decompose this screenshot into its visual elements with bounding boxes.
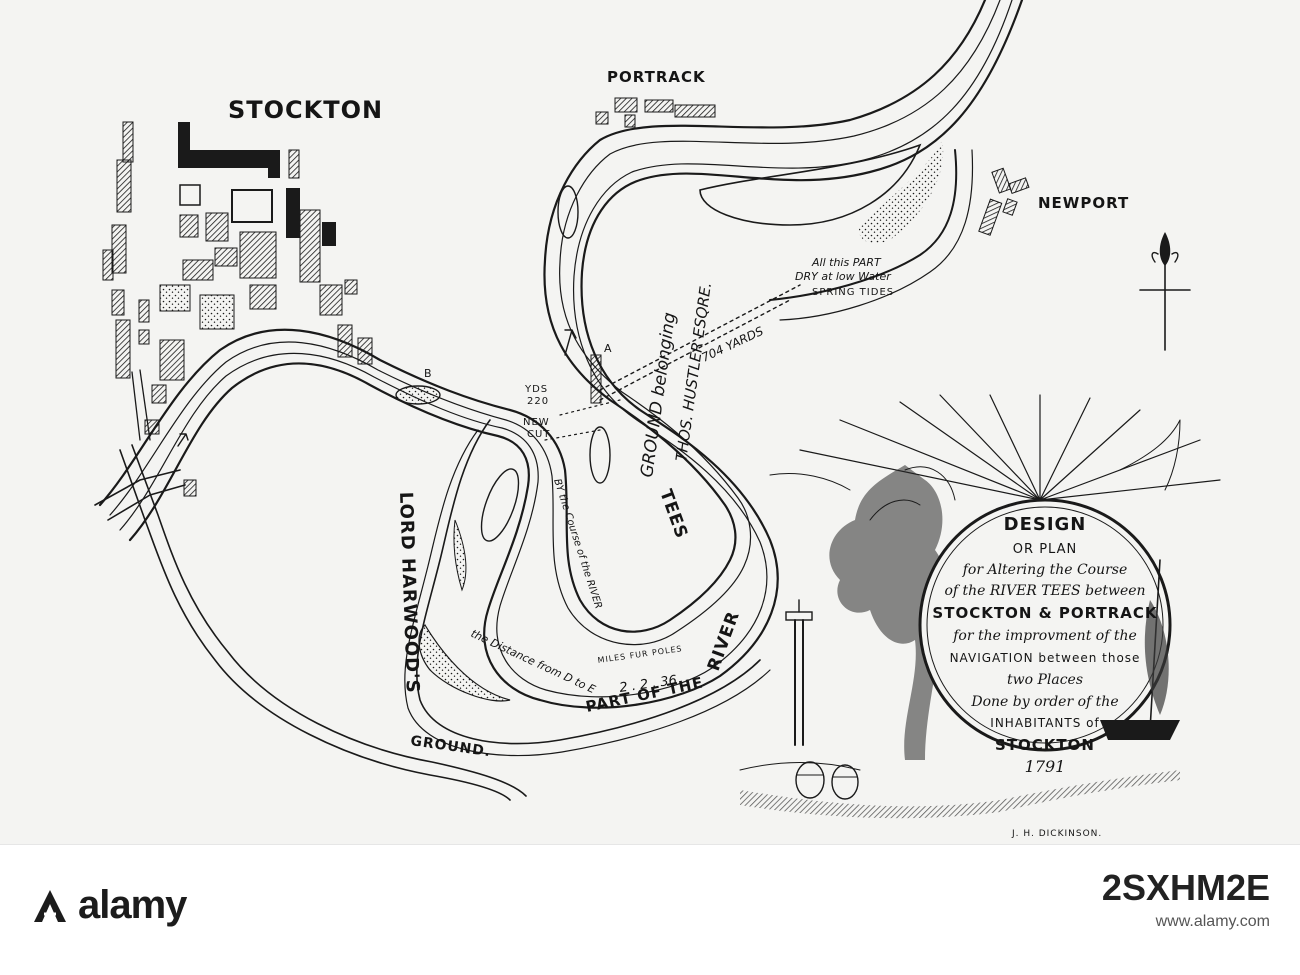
label-point-a: A xyxy=(604,342,613,355)
watermark-bar: alamy 2SXHM2E www.alamy.com xyxy=(0,844,1300,975)
monument-icon xyxy=(785,599,813,746)
stockton-town-blocks xyxy=(102,121,373,497)
place-label-stockton: STOCKTON xyxy=(228,96,383,124)
label-river: RIVER xyxy=(704,608,744,673)
label-point-b: B xyxy=(424,367,433,380)
label-distance: the Distance from D to E xyxy=(469,627,598,696)
cartouche-vignette xyxy=(739,394,1221,819)
place-label-newport: NEWPORT xyxy=(1038,194,1129,212)
cartouche-line7: NAVIGATION between those xyxy=(950,651,1141,665)
barrels-icon xyxy=(795,761,859,800)
signature: J. H. DICKINSON. xyxy=(1011,829,1102,839)
label-ground: GROUND. xyxy=(409,733,492,760)
cartouche-line9: Done by order of the xyxy=(970,694,1118,710)
label-tees: TEES xyxy=(655,487,691,542)
label-course: BY the Course of the RIVER xyxy=(551,478,604,611)
proposed-cut-lines xyxy=(544,284,801,441)
watermark-logo: alamy xyxy=(30,883,187,928)
watermark-site: www.alamy.com xyxy=(1155,913,1270,930)
alamy-logo-icon xyxy=(34,890,66,922)
place-label-portrack: PORTRACK xyxy=(607,68,706,86)
cartouche-line8: two Places xyxy=(1007,672,1083,688)
cartouche-line4: of the RIVER TEES between xyxy=(944,583,1145,599)
cartouche-line11: STOCKTON xyxy=(995,736,1095,754)
cartouche-or-plan: OR PLAN xyxy=(1013,542,1077,557)
watermark-id-big: 2SXHM2E xyxy=(1101,867,1270,908)
label-thos-hustler: THOS. HUSTLER ESQRE. xyxy=(672,281,715,462)
label-yds: YDS xyxy=(524,384,548,395)
watermark-logo-text: alamy xyxy=(78,883,187,927)
label-dry-3: SPRING TIDES xyxy=(812,287,894,298)
label-cut: CUT xyxy=(527,429,550,440)
cartouche-line10: INHABITANTS of xyxy=(990,716,1099,730)
cartouche-design: DESIGN xyxy=(1004,514,1087,535)
label-yds-220: 220 xyxy=(527,396,549,407)
portrack-buildings xyxy=(595,97,716,128)
newport-buildings xyxy=(978,167,1030,236)
river-tees xyxy=(98,0,1024,757)
flow-arrows xyxy=(177,329,577,447)
label-miles-header: MILES FUR POLES xyxy=(597,644,683,665)
compass-icon xyxy=(1139,232,1191,351)
cartouche-line5: STOCKTON & PORTRACK xyxy=(932,604,1158,622)
cartouche-line6: for the improvment of the xyxy=(952,628,1137,644)
cartouche-year: 1791 xyxy=(1025,757,1066,776)
label-dry-1: All this PART xyxy=(811,256,882,269)
label-dry-2: DRY at low Water xyxy=(795,270,892,283)
label-new: NEW xyxy=(523,417,550,428)
ship-icon xyxy=(1100,559,1180,740)
watermark-image-id: 2SXHM2E www.alamy.com xyxy=(1102,867,1270,931)
roads xyxy=(94,369,527,801)
river-islands xyxy=(395,140,944,702)
label-lord-harwoods: LORD HARWOOD'S xyxy=(395,491,423,694)
cartouche-line3: for Altering the Course xyxy=(962,562,1128,578)
